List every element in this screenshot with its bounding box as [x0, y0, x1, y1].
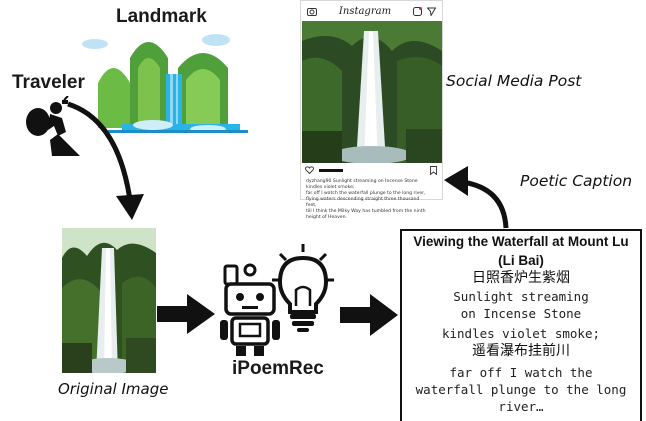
- instagram-photo: [302, 21, 442, 163]
- original-image: [62, 228, 156, 373]
- cloud-icon: [82, 39, 108, 49]
- system-label: iPoemRec: [232, 358, 324, 379]
- poem-title: Viewing the Waterfall at Mount Lu: [413, 234, 629, 249]
- landmark-label: Landmark: [116, 6, 207, 27]
- arrow-to-system: [157, 294, 215, 334]
- landmark-illustration: [82, 34, 248, 133]
- instagram-caption: dyzhang90 Sunlight streaming on Incense …: [306, 179, 440, 221]
- lightbulb-icon: [272, 244, 334, 332]
- caption-line: feet,: [306, 203, 317, 208]
- robot-icon: [220, 263, 280, 356]
- original-image-label: Original Image: [58, 380, 169, 398]
- caption-line: height of Heaven.: [306, 215, 348, 220]
- poem-line-english: waterfall plunge to the long: [415, 382, 627, 397]
- camera-icon[interactable]: [307, 7, 317, 16]
- poem-line-english: Sunlight streaming: [453, 289, 589, 304]
- traveler-label: Traveler: [12, 72, 85, 93]
- instagram-actions: [305, 166, 439, 176]
- caption-line: far off I watch the waterfall plunge to …: [306, 191, 426, 196]
- social-post-label: Social Media Post: [446, 72, 582, 90]
- instagram-header: Instagram: [301, 1, 442, 21]
- send-icon[interactable]: [426, 7, 436, 16]
- activity-icon[interactable]: [412, 6, 422, 16]
- redacted-bar: [319, 169, 343, 172]
- poem-author: (Li Bai): [498, 253, 544, 268]
- poem-line-english: river…: [498, 399, 544, 414]
- bookmark-icon[interactable]: [430, 166, 437, 175]
- heart-icon[interactable]: [305, 166, 314, 174]
- caption-line: dyzhang90 Sunlight streaming on Incense …: [306, 179, 418, 184]
- instagram-header-icons: [412, 6, 436, 16]
- arrow-to-caption: [340, 294, 398, 336]
- capture-arrow: [67, 101, 144, 220]
- poem-line-english: on Incense Stone: [460, 306, 582, 321]
- caption-line: kindles violet smoke;: [306, 185, 355, 190]
- caption-line: flying waters descending straight three …: [306, 197, 420, 202]
- poem-line-chinese: 遥看瀑布挂前川: [472, 343, 570, 359]
- post-arrow: [444, 166, 509, 229]
- caption-line: till I think the Milky Way has tumbled f…: [306, 209, 426, 214]
- poem-line-english: far off I watch the: [449, 365, 593, 380]
- poetic-caption-label: Poetic Caption: [520, 172, 633, 190]
- poem-caption-box: Viewing the Waterfall at Mount Lu (Li Ba…: [400, 229, 642, 421]
- poem-line-english: kindles violet smoke;: [441, 326, 601, 341]
- instagram-logo: Instagram: [338, 5, 392, 17]
- instagram-post: Instagram dyzhang90 Sunlight streaming o…: [300, 0, 443, 220]
- poem-line-chinese: 日照香炉生紫烟: [472, 270, 570, 286]
- traveler-icon: [26, 96, 80, 156]
